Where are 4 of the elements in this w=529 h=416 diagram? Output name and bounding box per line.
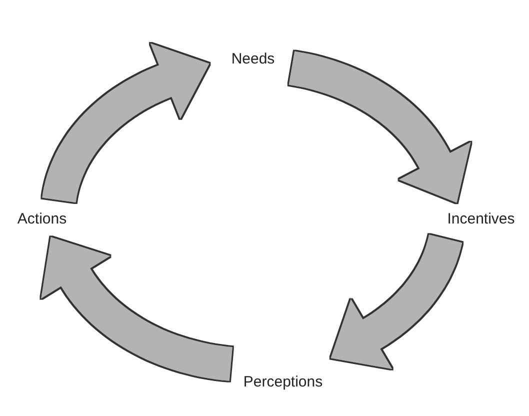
cycle-label: Perceptions [243, 374, 323, 392]
cycle-label: Incentives [447, 210, 515, 230]
cycle-label: Needs [231, 50, 275, 70]
cycle-label: Actions [17, 210, 67, 230]
